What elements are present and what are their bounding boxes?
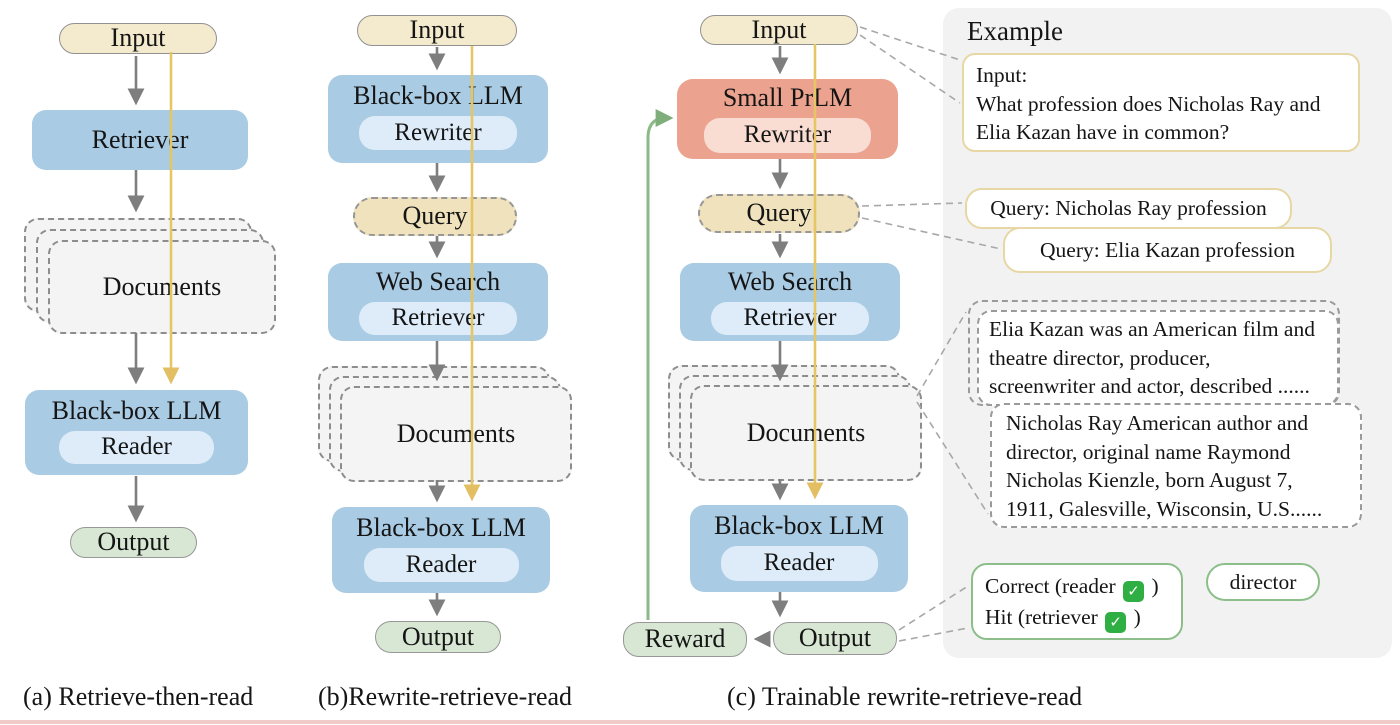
doc-layer-front: Documents	[690, 385, 922, 481]
retriever-subnode: Retriever	[359, 302, 517, 335]
example-doc-line: director, original name Raymond	[1006, 439, 1291, 464]
node-label: Documents	[746, 417, 866, 447]
check-icon: ✓	[1123, 581, 1145, 602]
node-label: Input	[751, 14, 807, 44]
reader-subnode: Reader	[363, 548, 519, 582]
caption-c: (c) Trainable rewrite-retrieve-read	[727, 682, 1083, 711]
node-label: Small PrLM	[722, 82, 853, 112]
example-input-box: Input: What profession does Nicholas Ray…	[962, 53, 1360, 152]
example-input-line: Elia Kazan have in common?	[976, 120, 1230, 145]
node-label: Black-box LLM	[714, 510, 884, 540]
node-label: Rewriter	[394, 118, 482, 146]
input-node-c: Input	[700, 15, 858, 45]
node-label: Reader	[101, 433, 172, 461]
node-label: Output	[798, 623, 872, 653]
answer-text: director	[1229, 569, 1297, 594]
result-text: )	[1133, 605, 1141, 630]
reader-subnode: Reader	[720, 546, 878, 581]
example-query-text: Query: Elia Kazan profession	[1040, 237, 1295, 262]
example-input-line: Input:	[976, 63, 1028, 87]
node-label: Documents	[102, 271, 222, 301]
example-doc-box-1: Elia Kazan was an American film and thea…	[968, 300, 1340, 406]
check-icon: ✓	[1105, 612, 1127, 634]
example-doc-line: Nicholas Ray American author and	[1006, 411, 1309, 435]
input-node-a: Input	[59, 23, 217, 54]
example-doc-line: Nicholas Kienzle, born August 7,	[1006, 468, 1293, 493]
result-text: )	[1151, 574, 1159, 598]
reward-node-c: Reward	[623, 622, 747, 657]
doc-text-box: Elia Kazan was an American film and thea…	[977, 310, 1339, 406]
node-label: Web Search	[375, 266, 501, 296]
input-node-b: Input	[357, 15, 517, 46]
reader-llm-node-b: Black-box LLM Reader	[332, 507, 550, 593]
example-result-box: Correct (reader ✓ ) Hit (retriever ✓ )	[971, 563, 1183, 640]
node-label: Retriever	[91, 124, 189, 154]
reader-subnode: Reader	[59, 431, 214, 464]
example-title: Example	[967, 16, 1063, 46]
node-label: Black-box LLM	[353, 80, 523, 110]
rewriter-subnode: Rewriter	[704, 118, 871, 153]
node-label: Output	[401, 621, 475, 651]
web-search-node-b: Web Search Retriever	[328, 263, 548, 341]
retriever-node-a: Retriever	[32, 110, 248, 170]
doc-layer-front: Documents	[340, 386, 572, 482]
small-prlm-rewriter-node-c: Small PrLM Rewriter	[677, 79, 898, 159]
result-text: Hit (retriever	[985, 605, 1098, 630]
result-text: Correct (reader	[985, 574, 1116, 598]
node-label: Query	[746, 198, 812, 228]
rewriter-llm-node-b: Black-box LLM Rewriter	[328, 75, 548, 163]
example-query-text: Query: Nicholas Ray profession	[990, 196, 1267, 221]
example-doc-line: 1911, Galesville, Wisconsin, U.S......	[1006, 496, 1323, 521]
result-line-hit: Hit (retriever ✓ )	[985, 602, 1169, 634]
rewriter-subnode: Rewriter	[359, 116, 517, 150]
bottom-rule	[0, 720, 1400, 724]
example-doc-box-2: Nicholas Ray American author and directo…	[990, 403, 1362, 528]
node-label: Query	[402, 201, 468, 231]
caption-a: (a) Retrieve-then-read	[23, 682, 254, 711]
reader-llm-node-c: Black-box LLM Reader	[690, 505, 908, 592]
reward-feedback-arrow	[646, 109, 674, 620]
example-query-box-2: Query: Elia Kazan profession	[1003, 227, 1332, 273]
node-label: Black-box LLM	[51, 395, 222, 425]
output-node-a: Output	[70, 527, 197, 558]
node-label: Documents	[396, 418, 516, 448]
node-label: Input	[110, 23, 166, 53]
example-answer-pill: director	[1206, 563, 1320, 601]
node-label: Reader	[763, 549, 835, 577]
node-label: Output	[97, 527, 170, 557]
doc-layer-front: Documents	[48, 240, 276, 334]
node-label: Retriever	[743, 304, 837, 332]
reader-llm-node-a: Black-box LLM Reader	[25, 390, 248, 475]
example-doc-line: screenwriter and actor, described ......	[989, 374, 1310, 399]
node-label: Reader	[405, 550, 477, 578]
output-node-c: Output	[773, 622, 897, 655]
result-line-correct: Correct (reader ✓ )	[985, 571, 1169, 602]
node-label: Web Search	[727, 266, 853, 296]
query-node-b: Query	[353, 197, 517, 236]
example-doc-line: theatre director, producer,	[989, 345, 1211, 370]
node-label: Input	[409, 15, 465, 45]
node-label: Black-box LLM	[356, 512, 526, 542]
output-node-b: Output	[375, 621, 501, 653]
documents-node-c: Documents	[668, 365, 922, 481]
caption-b: (b)Rewrite-retrieve-read	[318, 682, 573, 711]
node-label: Rewriter	[743, 121, 832, 149]
node-label: Reward	[644, 624, 726, 654]
retriever-subnode: Retriever	[711, 302, 869, 335]
query-node-c: Query	[698, 194, 860, 233]
documents-node-b: Documents	[318, 366, 572, 482]
node-label: Retriever	[391, 304, 485, 332]
documents-node-a: Documents	[24, 218, 276, 334]
web-search-node-c: Web Search Retriever	[680, 263, 900, 341]
example-input-line: What profession does Nicholas Ray and	[976, 91, 1321, 116]
example-doc-line: Elia Kazan was an American film and	[989, 317, 1315, 341]
example-query-box-1: Query: Nicholas Ray profession	[965, 188, 1292, 229]
